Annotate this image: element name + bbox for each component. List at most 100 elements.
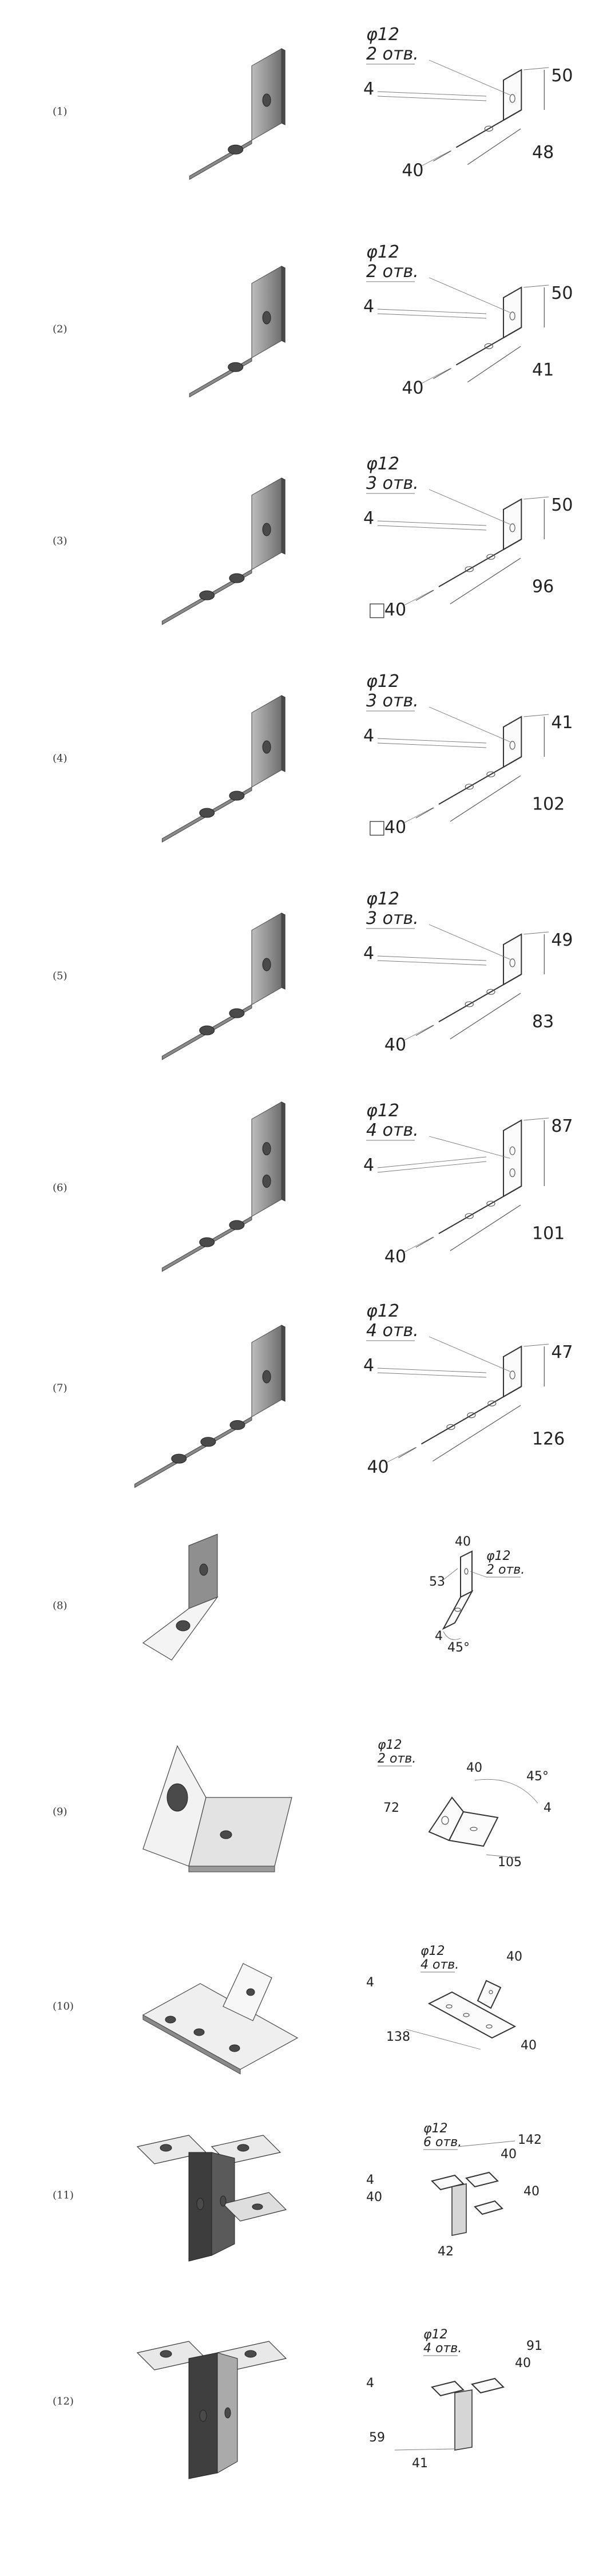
drawing-vertical-flange: [503, 498, 522, 551]
angle-45-render: [142, 1534, 219, 1661]
height-dim: 47: [551, 1342, 573, 1362]
item-number: (7): [53, 1382, 68, 1394]
width-dim: 40: [384, 1247, 406, 1267]
length-dim: 48: [532, 143, 554, 163]
drawing-vertical-flange: [503, 716, 522, 768]
web-dim: 41: [412, 2456, 428, 2471]
drawing-hole: [486, 554, 495, 560]
hole: [171, 1453, 187, 1464]
hole-diameter: φ12: [366, 1101, 399, 1121]
thickness-dim: 4: [363, 726, 374, 746]
drawing-hole: [484, 125, 493, 132]
base-flange: [188, 1797, 292, 1867]
t-drawing: [427, 1980, 517, 2039]
hole: [229, 1220, 245, 1230]
hole-diameter: φ12: [366, 889, 399, 909]
drawing-hole: [465, 784, 474, 790]
hole: [262, 958, 271, 971]
hole: [199, 1563, 208, 1576]
hole: [262, 93, 271, 107]
drawing-hole: [486, 989, 495, 995]
bracket-3d-image: [136, 2341, 287, 2479]
thickness-dim: 4: [363, 1155, 374, 1175]
hole: [199, 808, 215, 818]
hole: [199, 2409, 207, 2422]
bracket-drawing: [455, 69, 522, 148]
hole-count: 3 отв.: [366, 908, 419, 929]
bracket-3d-image: [189, 266, 285, 398]
height-dim: 50: [551, 66, 573, 86]
hole-diameter: φ12: [366, 25, 399, 45]
drawing-hole: [467, 1412, 476, 1419]
length-dim: 102: [532, 795, 565, 815]
drawing-hole: [509, 741, 515, 750]
bracket-3d-image: [189, 48, 285, 180]
hole: [252, 2203, 263, 2210]
hole: [228, 144, 244, 155]
hole-diameter: φ12: [366, 454, 399, 474]
z-bracket-render: [136, 2341, 287, 2479]
drawing-horizontal-flange: [438, 974, 522, 1022]
length-dim: 105: [498, 1855, 522, 1870]
hole: [244, 2350, 257, 2358]
thickness-dim: 4: [363, 943, 374, 963]
angle-dim: 45°: [526, 1769, 549, 1784]
drawing-horizontal-flange: [421, 1386, 522, 1445]
wedge-render: [142, 1745, 292, 1872]
bracket-drawing: [438, 498, 522, 587]
height-dim: 72: [383, 1801, 399, 1815]
bracket-drawing: [421, 1345, 522, 1445]
drawing-hole: [465, 1001, 474, 1008]
width-dim: 40: [466, 1761, 482, 1775]
length-dim: 41: [532, 360, 554, 380]
hole-diameter: φ12: [366, 242, 399, 262]
item-number: (4): [53, 752, 68, 765]
bracket-drawing: [438, 933, 522, 1022]
hole: [229, 1420, 245, 1430]
drawing-hole: [509, 1168, 515, 1178]
hole-count: 4 отв.: [423, 2341, 462, 2356]
hole-count: 3 отв.: [366, 473, 419, 493]
drawing-hole: [509, 1146, 515, 1155]
width-dim: 40: [384, 600, 406, 620]
hole: [228, 362, 244, 372]
hole-diameter: φ12: [423, 2328, 448, 2342]
item-number: (3): [53, 535, 68, 547]
double-bracket-render: [136, 2135, 287, 2262]
item-number: (8): [53, 1599, 68, 1612]
drawing-hole: [465, 1213, 474, 1219]
drawing-vertical-flange: [503, 69, 522, 121]
hole-count: 2 отв.: [366, 44, 419, 64]
bracket-drawing: [438, 716, 522, 805]
hole: [262, 1174, 271, 1188]
hole: [224, 2407, 231, 2419]
hole-diameter: φ12: [423, 2121, 448, 2136]
double-drawing: [431, 2171, 503, 2236]
drawing-hole: [486, 1200, 495, 1207]
width-dim: 40: [384, 817, 406, 837]
drawing-vertical-flange: [503, 933, 522, 986]
z-drawing: [431, 2377, 505, 2451]
height-dim: 50: [551, 283, 573, 303]
bracket-3d-image: [142, 1963, 299, 2075]
item-number: (6): [53, 1182, 68, 1194]
bracket-3d-image: [134, 1325, 285, 1488]
bracket-3d-image: [161, 695, 285, 843]
hole-count: 6 отв.: [423, 2135, 462, 2150]
width-dim: 40: [367, 1457, 388, 1477]
thickness-dim: 4: [435, 1629, 443, 1643]
hole-diameter: φ12: [366, 671, 399, 692]
hole: [229, 1008, 245, 1018]
bracket-3d-image: [142, 1745, 292, 1872]
length-dim: 138: [386, 2030, 410, 2044]
